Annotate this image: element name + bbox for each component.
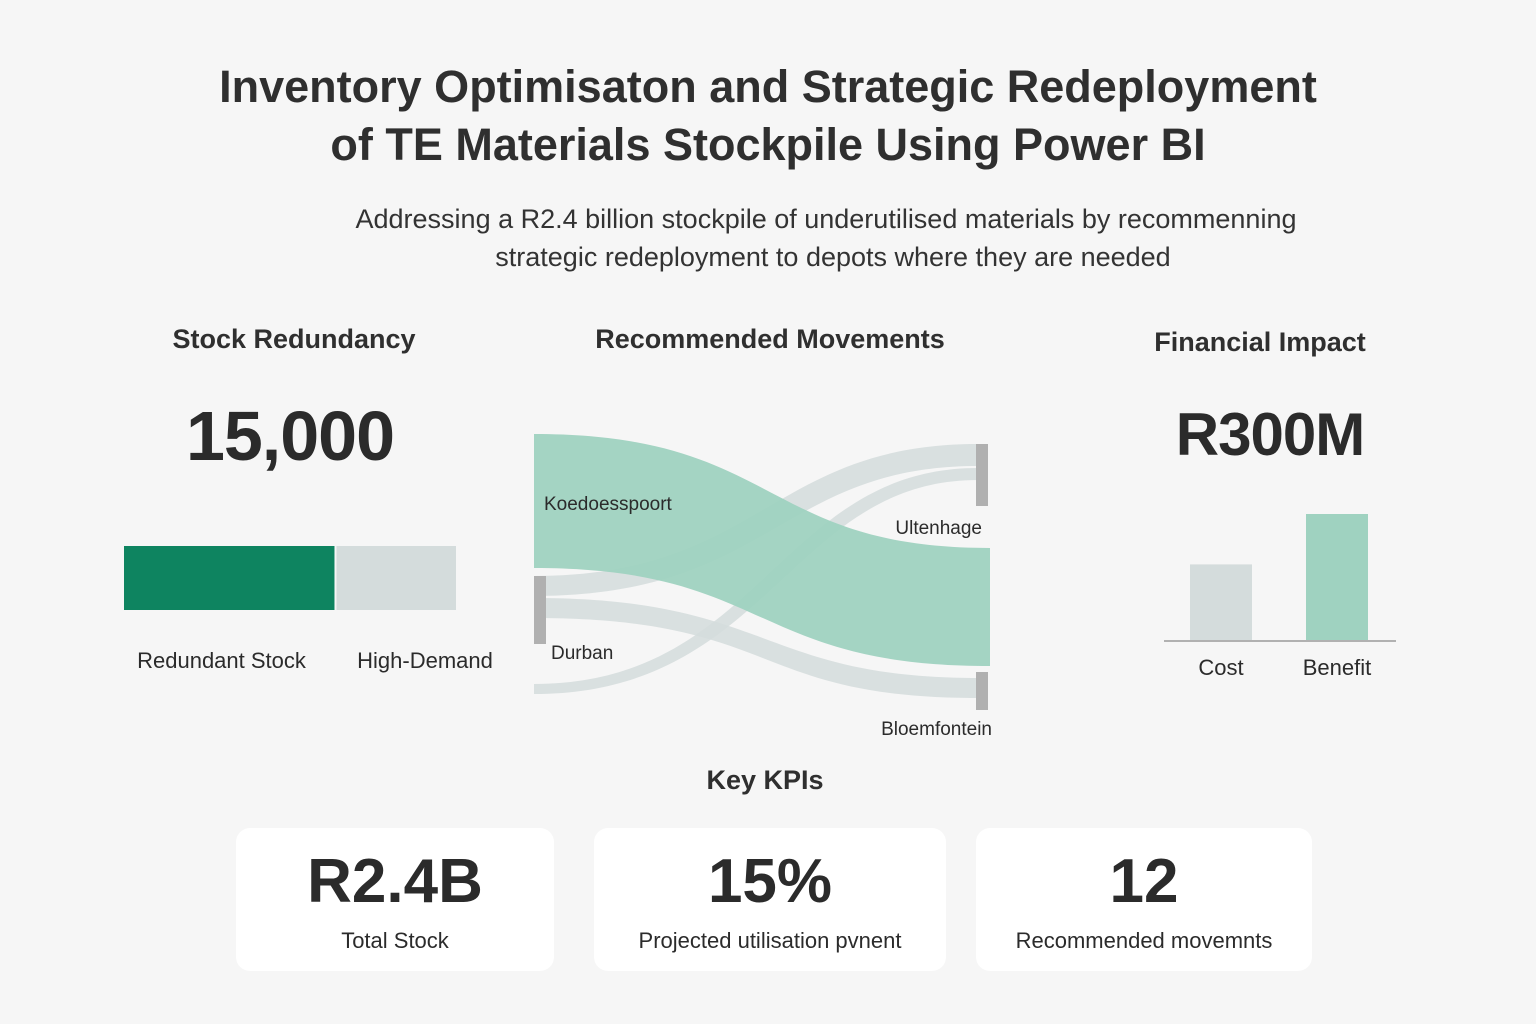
page-subtitle-line2: strategic redeployment to depots where t… [495,242,1171,272]
redundancy-bar-chart [124,546,456,610]
stock-redundancy-title: Stock Redundancy [172,324,416,354]
kpi-card-total-stock: R2.4B Total Stock [236,828,554,971]
page-title-line2: of TE Materials Stockpile Using Power BI [330,119,1206,170]
flow-durban-bloemfontein [534,598,978,698]
kpi-value: 12 [1109,847,1179,916]
high-demand-label: High-Demand [357,648,493,673]
stock-redundancy-value: 15,000 [185,397,395,475]
flow-koedoesspoort-ultenhage [534,434,990,666]
kpi-label: Recommended movemnts [1015,928,1273,953]
node-label-ultenhage: Ultenhage [895,518,982,539]
kpis-title: Key KPIs [706,765,824,795]
node-label-bloemfontein: Bloemfontein [881,719,992,740]
kpi-label: Total Stock [341,928,449,953]
kpi-card-movements: 12 Recommended movemnts [976,828,1312,971]
bar-label-benefit: Benefit [1303,655,1372,680]
page-subtitle-line1: Addressing a R2.4 billion stockpile of u… [355,204,1297,234]
node-label-koedoesspoort: Koedoesspoort [544,494,673,515]
bar-cost [1190,564,1252,640]
kpi-value: R2.4B [307,847,483,916]
financial-title: Financial Impact [1154,327,1366,357]
redundant-stock-label: Redundant Stock [137,648,306,673]
financial-value: R300M [1175,401,1365,468]
kpi-card-utilisation: 15% Projected utilisation pvnent [594,828,946,971]
node-bloemfontein-bar [976,672,988,710]
bar-benefit [1306,514,1368,640]
node-ultenhage-bar [976,444,988,506]
bar-label-cost: Cost [1198,655,1243,680]
node-label-durban: Durban [551,643,613,664]
cost-benefit-chart: Cost Benefit [1164,514,1396,680]
node-durban-bar [534,576,546,644]
kpi-label: Projected utilisation pvnent [638,928,902,953]
page-title: Inventory Optimisaton and Strategic Rede… [0,58,1536,174]
high-demand-bar [336,546,456,610]
page-title-line1: Inventory Optimisaton and Strategic Rede… [219,61,1317,112]
kpi-value: 15% [707,847,833,916]
page-subtitle: Addressing a R2.4 billion stockpile of u… [0,200,1536,276]
movements-title: Recommended Movements [595,324,945,354]
redundant-stock-bar [124,546,335,610]
